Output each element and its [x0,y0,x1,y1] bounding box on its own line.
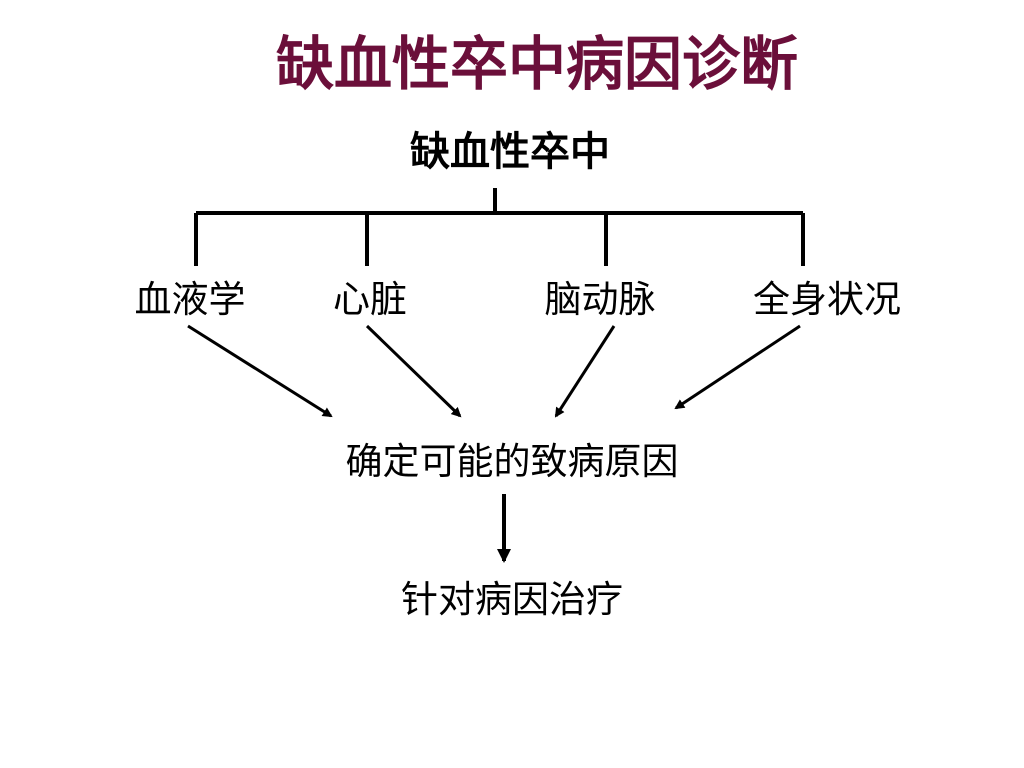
factor-node-2: 心脏 [333,278,407,321]
cause-node: 确定可能的致病原因 [345,440,679,483]
arrow-factor-3 [554,325,616,418]
factor-node-4: 全身状况 [753,278,901,321]
arrow-factor-4 [674,324,801,410]
factor-node-3: 脑动脉 [544,278,656,321]
slide-title: 缺血性卒中病因诊断 [275,30,798,98]
arrow-factor-2 [365,324,462,418]
arrow-factor-1 [187,324,333,418]
factor-node-1: 血液学 [134,278,246,321]
root-node: 缺血性卒中 [410,129,610,175]
treatment-node: 针对病因治疗 [401,578,623,621]
